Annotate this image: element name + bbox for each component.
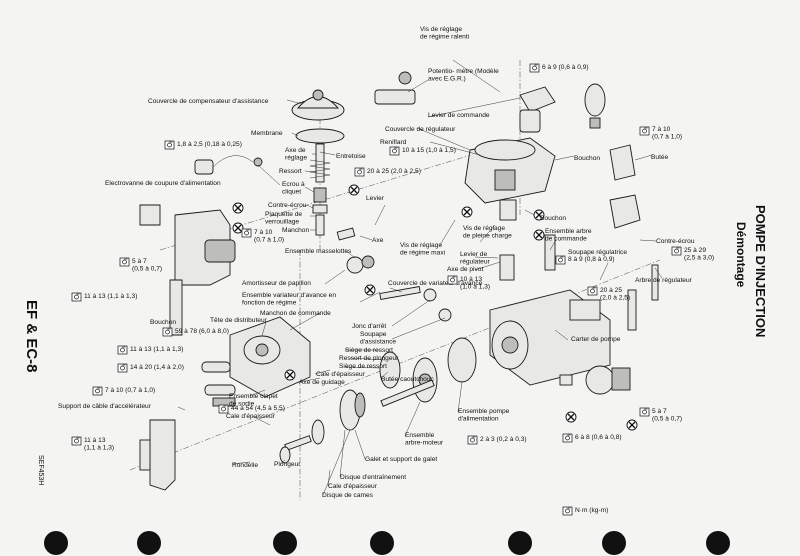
label-tete-distributeur: Tête de distributeur bbox=[210, 317, 268, 324]
unit-legend-text: N·m (kg-m) bbox=[575, 507, 608, 514]
label-bouchon-1: Bouchon bbox=[574, 155, 600, 162]
label-manchon-commande: Manchon de commande bbox=[260, 310, 331, 317]
label-galet: Galet et support de galet bbox=[365, 456, 437, 463]
label-couvercle-variateur: Couvercle de variateur d'avance bbox=[388, 280, 483, 287]
label-rondelle: Rondelle bbox=[232, 462, 258, 469]
label-butee: Butée bbox=[651, 154, 669, 161]
torque-t20: 2 à 3 (0,2 à 0,3) bbox=[480, 436, 527, 443]
label-reniflard: Reniflard bbox=[380, 139, 407, 146]
label-amortisseur: Amortisseur de papillon bbox=[242, 280, 311, 287]
label-plongeur: Plongeur bbox=[274, 461, 301, 468]
torque-t4: 7 à 10(0,7 à 1,0) bbox=[652, 126, 682, 141]
label-couvercle-regulateur: Couvercle de régulateur bbox=[385, 126, 456, 133]
torque-t13: 59 à 78 (6,0 à 8,0) bbox=[175, 328, 229, 335]
label-electrovanne: Electrovanne de coupure d'alimentation bbox=[105, 180, 221, 187]
label-ressort: Ressort bbox=[279, 168, 302, 175]
label-ressort-plongeur: Ressort de plongeur bbox=[339, 355, 399, 362]
torque-t14: 11 à 13 (1,1 à 1,3) bbox=[130, 346, 183, 353]
label-axe: Axe bbox=[372, 237, 384, 244]
torque-t10: 10 à 13(1,0 à 1,3) bbox=[460, 276, 490, 291]
label-carter-pompe: Carter de pompe bbox=[571, 336, 621, 343]
label-disque-cames: Disque de cames bbox=[322, 492, 374, 499]
torque-t18: 5 à 7(0,5 à 0,7) bbox=[652, 408, 682, 423]
label-ensemble-masselottes: Ensemble masselottes bbox=[285, 248, 352, 255]
parts bbox=[139, 71, 659, 491]
leader-lines bbox=[177, 59, 663, 496]
label-levier: Levier bbox=[366, 195, 385, 202]
label-jonc: Jonc d'arrêt bbox=[352, 323, 386, 330]
torque-t16: 7 à 10 (0,7 à 1,0) bbox=[105, 387, 155, 394]
torque-t12: 20 à 25(2,0 à 2,5) bbox=[600, 287, 630, 302]
label-bouchon-2: Bouchon bbox=[540, 215, 566, 222]
label-bouchon-3: Bouchon bbox=[150, 319, 176, 326]
label-levier-commande: Levier de commande bbox=[428, 112, 490, 119]
torque-t6: 7 à 10(0,7 à 1,0) bbox=[254, 229, 284, 244]
label-contre-ecrou-1: Contre-écrou bbox=[268, 202, 307, 209]
label-manchon: Manchon bbox=[282, 227, 309, 234]
label-arbre-regulateur: Arbre de régulateur bbox=[635, 277, 693, 284]
label-contre-ecrou-2: Contre-écrou bbox=[656, 238, 695, 245]
label-butee-caoutchouc: Butée caoutchouc bbox=[381, 376, 434, 383]
label-couvercle-compensateur: Couvercle de compensateur d'assistance bbox=[148, 98, 269, 105]
label-soupape-regulatrice: Soupape régulatrice bbox=[568, 249, 627, 256]
label-axe-pivot: Axe de pivot bbox=[447, 266, 483, 273]
label-cale-epaisseur-2: Cale d'épaisseur bbox=[226, 413, 276, 420]
torque-callouts: 6 à 9 (0,6 à 0,9) 1,8 à 2,5 (0,18 à 0,25… bbox=[71, 63, 714, 452]
binder-hole bbox=[508, 531, 532, 555]
torque-t3: 10 à 15 (1,0 à 1,5) bbox=[402, 147, 456, 154]
binder-hole bbox=[370, 531, 394, 555]
torque-t8: 8 à 9 (0,8 à 0,9) bbox=[568, 256, 615, 263]
unit-legend: N·m (kg-m) bbox=[562, 506, 608, 516]
label-siege-ressort-1: Siège de ressort bbox=[345, 347, 393, 354]
label-disque-entrainement: Disque d'entraînement bbox=[340, 474, 406, 481]
binder-hole bbox=[137, 531, 161, 555]
label-siege-ressort-2: Siège de ressort bbox=[339, 363, 387, 370]
torque-t9: 25 à 29(2,5 à 3,0) bbox=[684, 247, 714, 262]
torque-t7: 5 à 7(0,5 à 0,7) bbox=[132, 258, 162, 273]
torque-t21: 6 à 8 (0,6 à 0,8) bbox=[575, 434, 622, 441]
torque-t1: 6 à 9 (0,6 à 0,9) bbox=[542, 64, 589, 71]
torque-t11: 11 à 13 (1,1 à 1,3) bbox=[84, 293, 137, 300]
torque-t2: 1,8 à 2,5 (0,18 à 0,25) bbox=[177, 141, 242, 148]
torque-t15: 14 à 20 (1,4 à 2,0) bbox=[130, 364, 184, 371]
label-membrane: Membrane bbox=[251, 130, 283, 137]
label-entretoise: Entretoise bbox=[336, 153, 366, 160]
binder-hole bbox=[273, 531, 297, 555]
torque-t19: 11 à 13(1,1 à 1,3) bbox=[84, 437, 114, 452]
torque-t5: 20 à 25 (2,0 à 2,5) bbox=[367, 168, 421, 175]
binder-hole bbox=[602, 531, 626, 555]
label-cale-epaisseur-3: Cale d'épaisseur bbox=[328, 483, 378, 490]
binder-hole bbox=[44, 531, 68, 555]
torque-t17: 44 à 54 (4,5 à 5,5) bbox=[231, 405, 285, 412]
label-axe-guidage: Axe de guidage bbox=[299, 379, 345, 386]
binder-hole bbox=[706, 531, 730, 555]
label-cale-epaisseur-1: Cale d'épaisseur bbox=[316, 371, 366, 378]
label-support-cable: Support de câble d'accélérateur bbox=[58, 403, 152, 410]
